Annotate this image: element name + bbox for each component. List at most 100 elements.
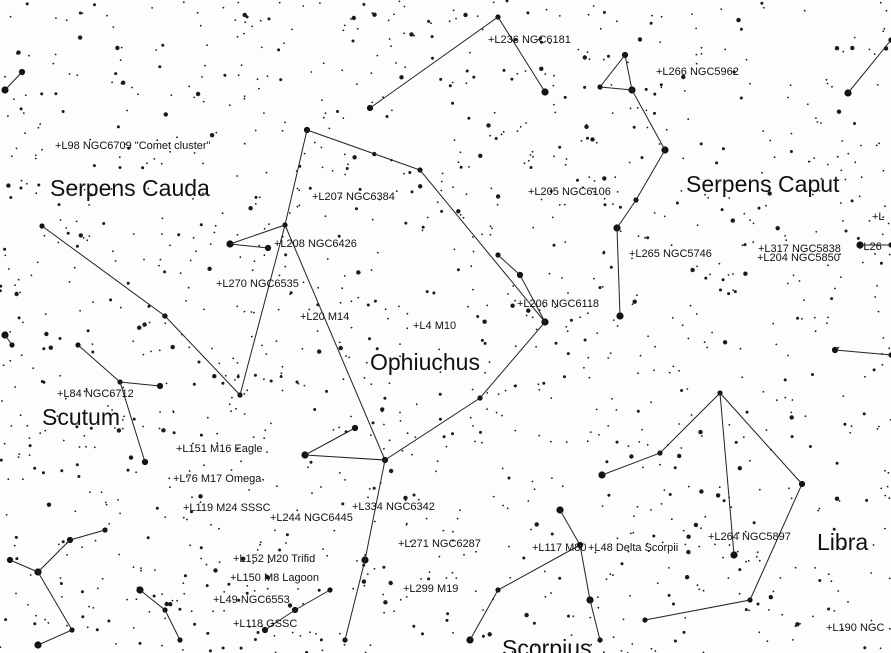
star [169,151,172,153]
star [243,393,246,395]
star [441,172,444,175]
star [4,618,8,622]
star [89,193,93,197]
constellation-line [601,392,721,476]
star [161,43,165,47]
star [33,622,37,626]
star [649,21,653,25]
star [178,607,182,611]
star [74,510,77,513]
star [356,83,358,86]
star [472,250,475,253]
star [888,627,891,630]
star [842,220,844,222]
star [65,227,68,229]
star [20,354,23,357]
star [472,236,474,238]
star [223,73,227,77]
star [856,236,860,240]
star [82,237,85,239]
star [266,75,269,78]
star [190,610,193,613]
star [709,273,711,276]
star [236,305,239,308]
star [491,227,493,230]
star [138,641,142,645]
star [636,107,639,109]
star [244,21,247,24]
star [388,439,391,442]
star [311,492,313,495]
star [722,340,728,345]
star [514,38,517,42]
star [811,193,814,196]
star [506,507,509,510]
star [816,121,819,123]
star [20,179,23,182]
star [399,598,402,601]
star [817,509,820,512]
star [631,643,634,645]
star [440,209,444,213]
star [337,234,341,238]
star [445,618,449,622]
star [795,622,800,627]
star [218,362,221,365]
star [236,448,239,450]
star [281,365,284,368]
star [120,46,123,49]
object-label-ngc6181: +L236 NGC6181 [488,34,571,46]
star [698,545,701,548]
star [839,276,842,278]
star [827,316,829,319]
star [399,420,402,422]
star [853,122,856,125]
star [609,573,612,576]
star [46,502,52,507]
star [452,539,454,542]
star [602,10,606,14]
star [881,363,884,366]
star [768,595,773,600]
star [745,58,748,61]
star [362,2,366,6]
star [117,499,119,501]
star [567,292,569,294]
star [341,287,344,290]
star [815,117,817,119]
star [840,169,843,172]
star [549,42,551,44]
star [104,501,107,504]
star [686,388,689,390]
star [151,7,154,9]
star [696,224,699,227]
star [596,596,599,598]
star [452,9,455,12]
star [32,367,35,370]
constellation-serpens-cauda: Serpens Cauda [50,175,210,201]
star [558,15,561,17]
star [193,152,196,154]
star [261,625,263,628]
star [480,338,484,342]
star [790,497,793,500]
star [39,432,42,435]
star [281,129,284,132]
star [734,440,738,444]
star [289,212,291,214]
star [693,522,699,528]
star [356,560,358,562]
star [299,635,302,637]
star [195,250,197,253]
star [119,306,122,309]
star [321,99,323,101]
star [266,451,268,453]
star [341,69,344,72]
star [83,434,86,437]
star [783,378,787,382]
star [93,446,96,449]
star [5,514,8,516]
object-label-m24: +L119 M24 SSSC [183,502,271,514]
star [609,352,612,354]
star [637,235,640,238]
